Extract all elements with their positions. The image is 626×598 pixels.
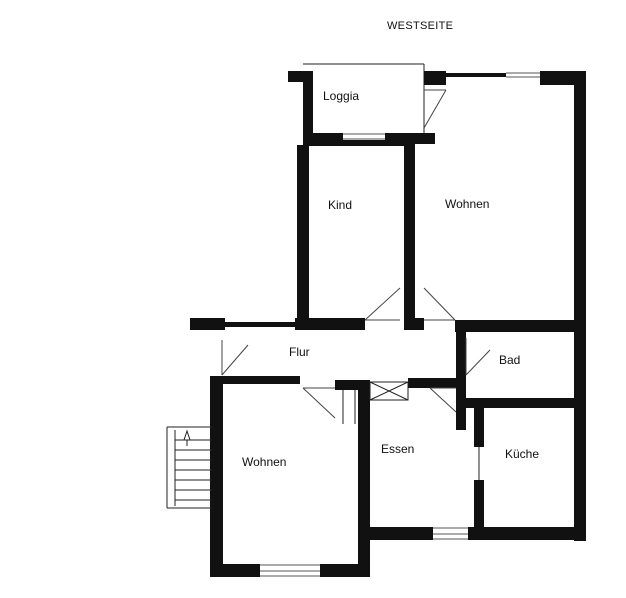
kueche-room	[474, 405, 484, 540]
room-label-bad: Bad	[499, 353, 520, 367]
loggia-room	[288, 63, 447, 145]
upper-walls	[297, 71, 586, 541]
essen-room	[358, 381, 586, 540]
room-label-essen: Essen	[381, 442, 414, 456]
bad-room	[456, 330, 576, 430]
stair-arrow-icon	[183, 429, 191, 441]
room-label-kind: Kind	[328, 198, 352, 212]
orientation-label: WESTSEITE	[387, 20, 453, 32]
room-label-wohnen-bottom: Wohnen	[242, 455, 286, 469]
wohnen-bottom-room	[210, 376, 370, 577]
room-label-kueche: Küche	[505, 447, 539, 461]
staircase	[166, 426, 212, 509]
room-label-loggia: Loggia	[323, 89, 359, 103]
flur-walls	[190, 287, 580, 390]
room-label-wohnen-top: Wohnen	[445, 197, 489, 211]
room-label-flur: Flur	[289, 345, 310, 359]
